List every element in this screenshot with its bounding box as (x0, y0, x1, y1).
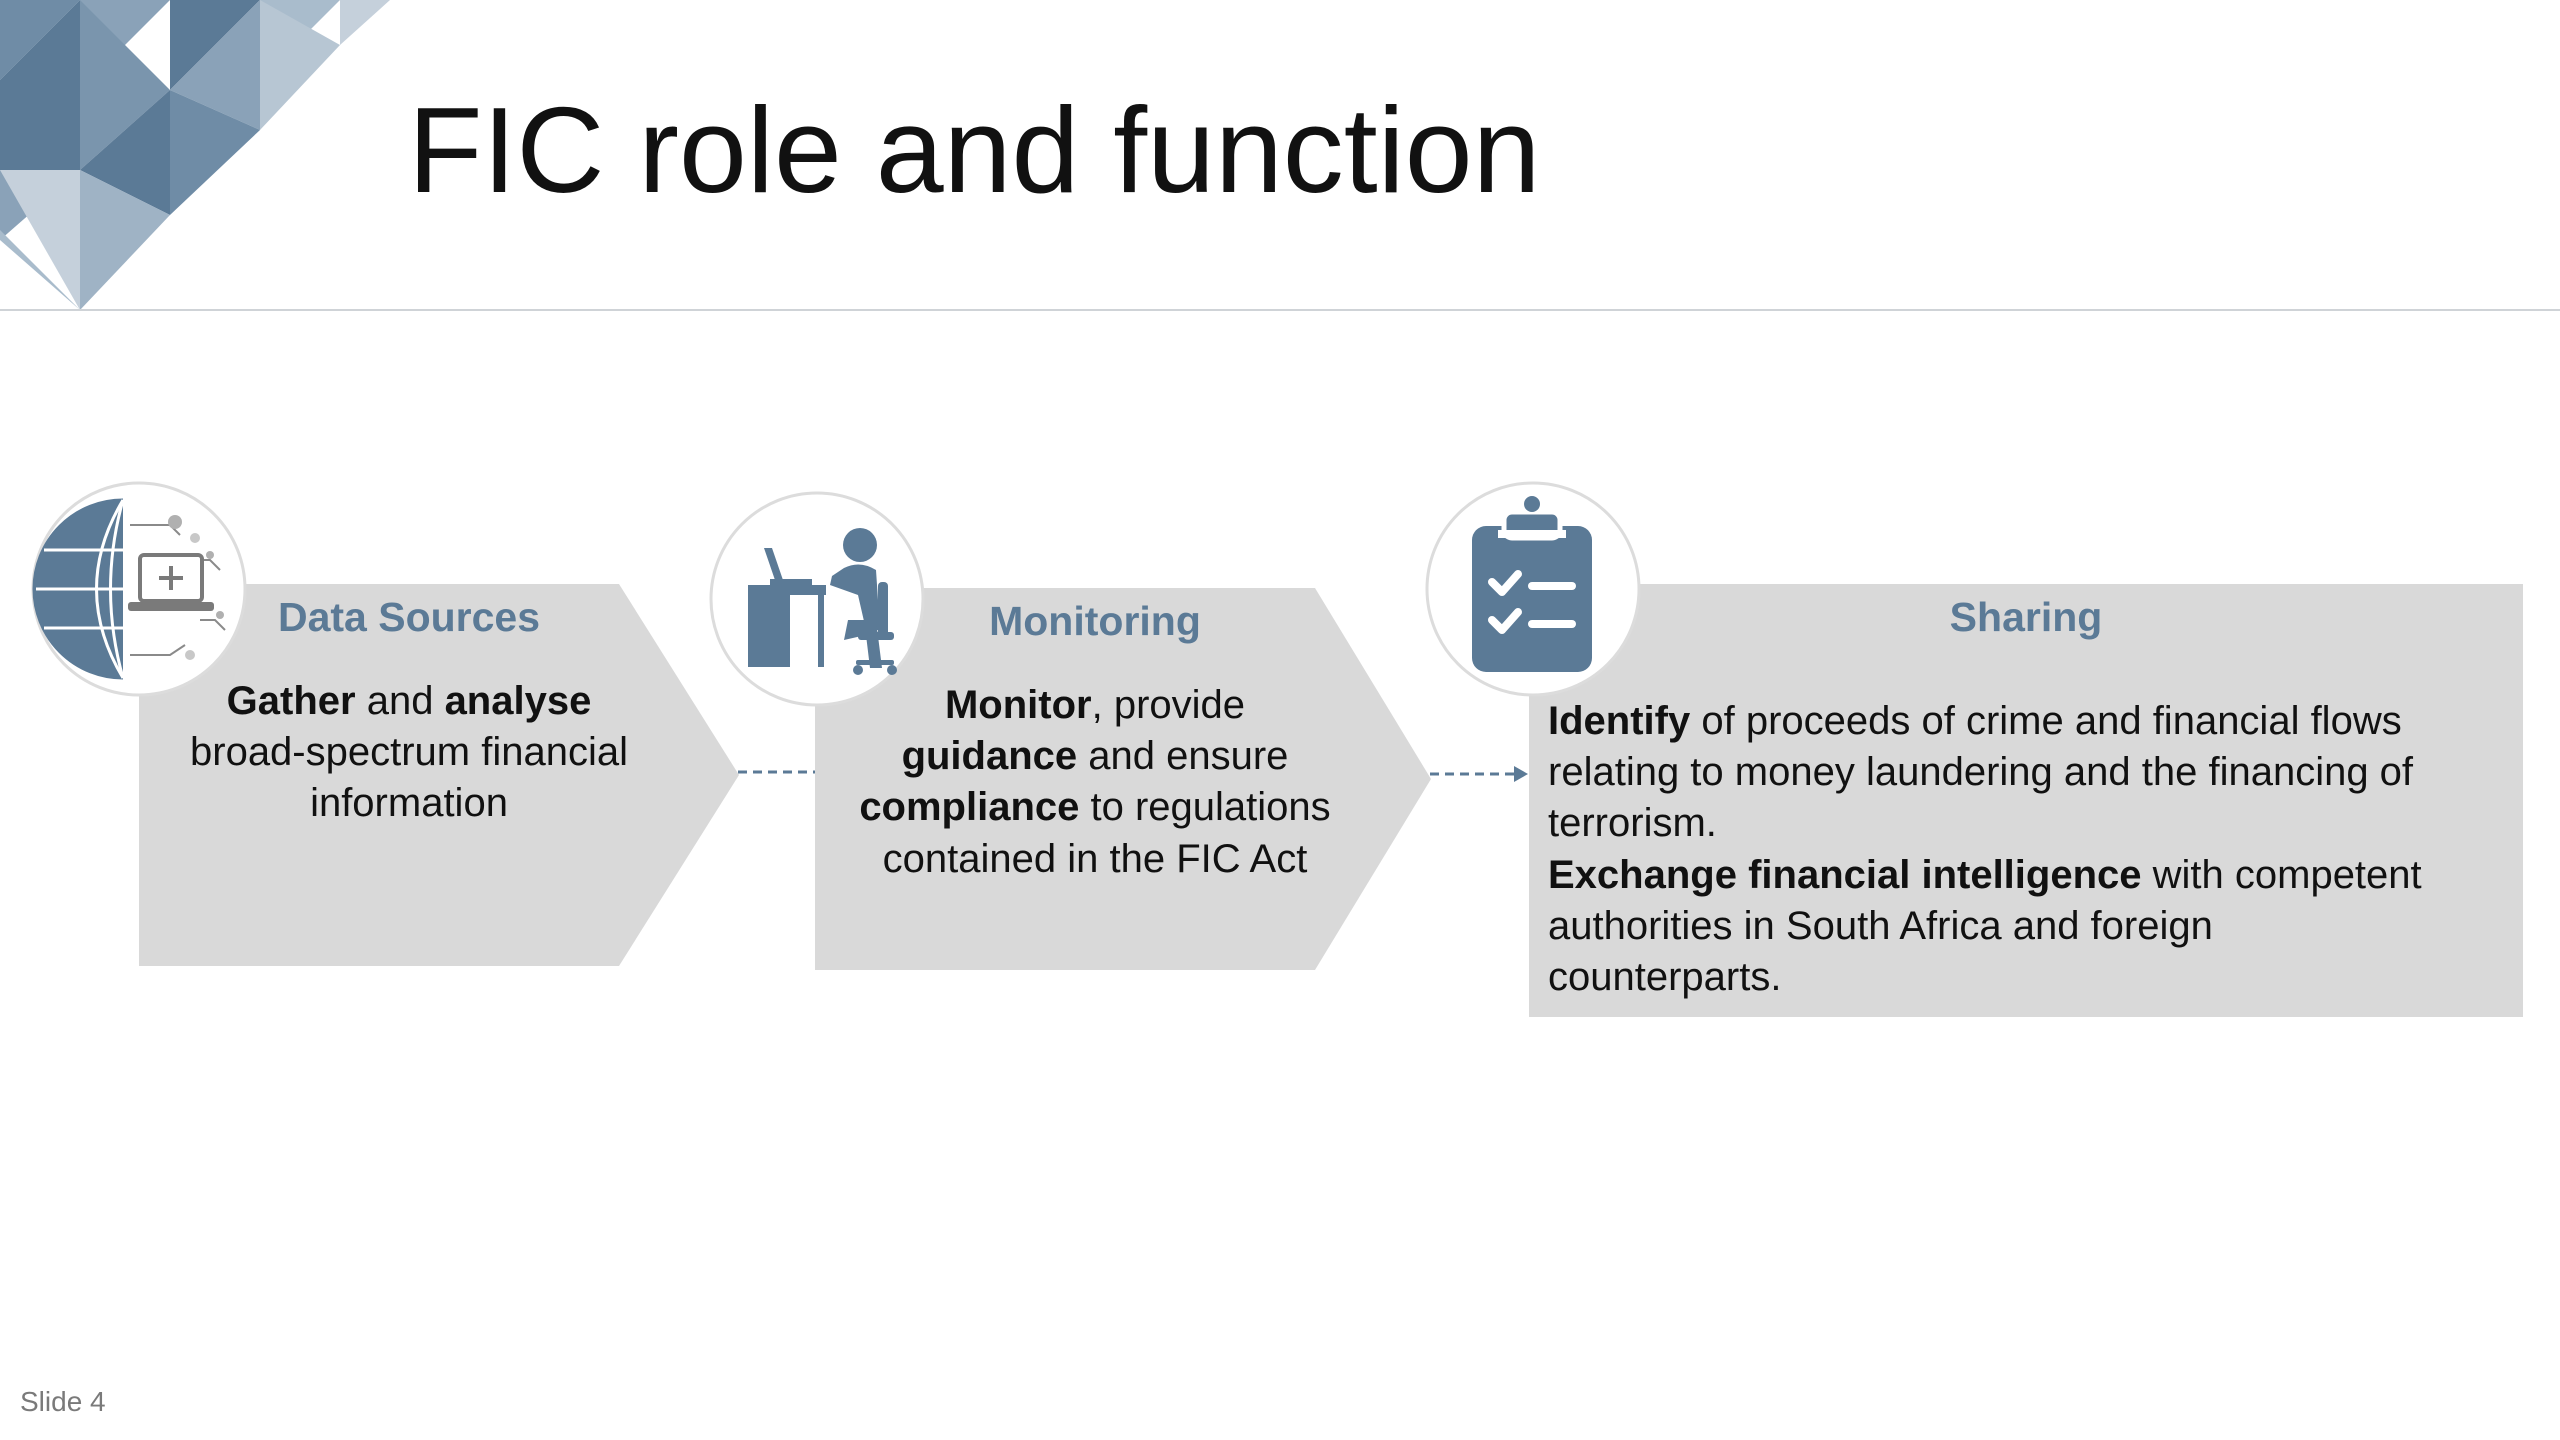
step-heading-sharing: Sharing (1949, 594, 2103, 640)
decorative-triangle-pattern (0, 0, 390, 310)
person-at-desk-icon (708, 490, 926, 708)
bold-text: analyse (444, 679, 592, 723)
step-body-sharing: Identify of proceeds of crime and financ… (1548, 699, 2422, 999)
bold-text: Monitor (944, 683, 1092, 727)
slide-title: FIC role and function (408, 82, 1541, 218)
card-data-sources-shape (139, 584, 739, 966)
bold-text: compliance (859, 785, 1080, 830)
title-divider (0, 309, 2560, 311)
clipboard-checklist-icon (1424, 480, 1642, 698)
card-sharing-shape (1529, 584, 2523, 1017)
step-heading-monitoring: Monitoring (989, 598, 1201, 644)
globe-laptop-icon (30, 480, 248, 698)
bold-text: Identify (1548, 699, 1691, 743)
bold-text: Gather (226, 679, 356, 723)
connector-dashed-line-1 (738, 770, 816, 774)
step-heading-data-sources: Data Sources (277, 594, 541, 640)
bold-text: Exchange financial intelligence (1548, 852, 2142, 897)
bold-text: guidance (901, 734, 1078, 779)
slide-number: Slide 4 (20, 1386, 106, 1417)
connector-arrow-2 (1430, 766, 1528, 782)
card-monitoring-shape (815, 588, 1431, 970)
